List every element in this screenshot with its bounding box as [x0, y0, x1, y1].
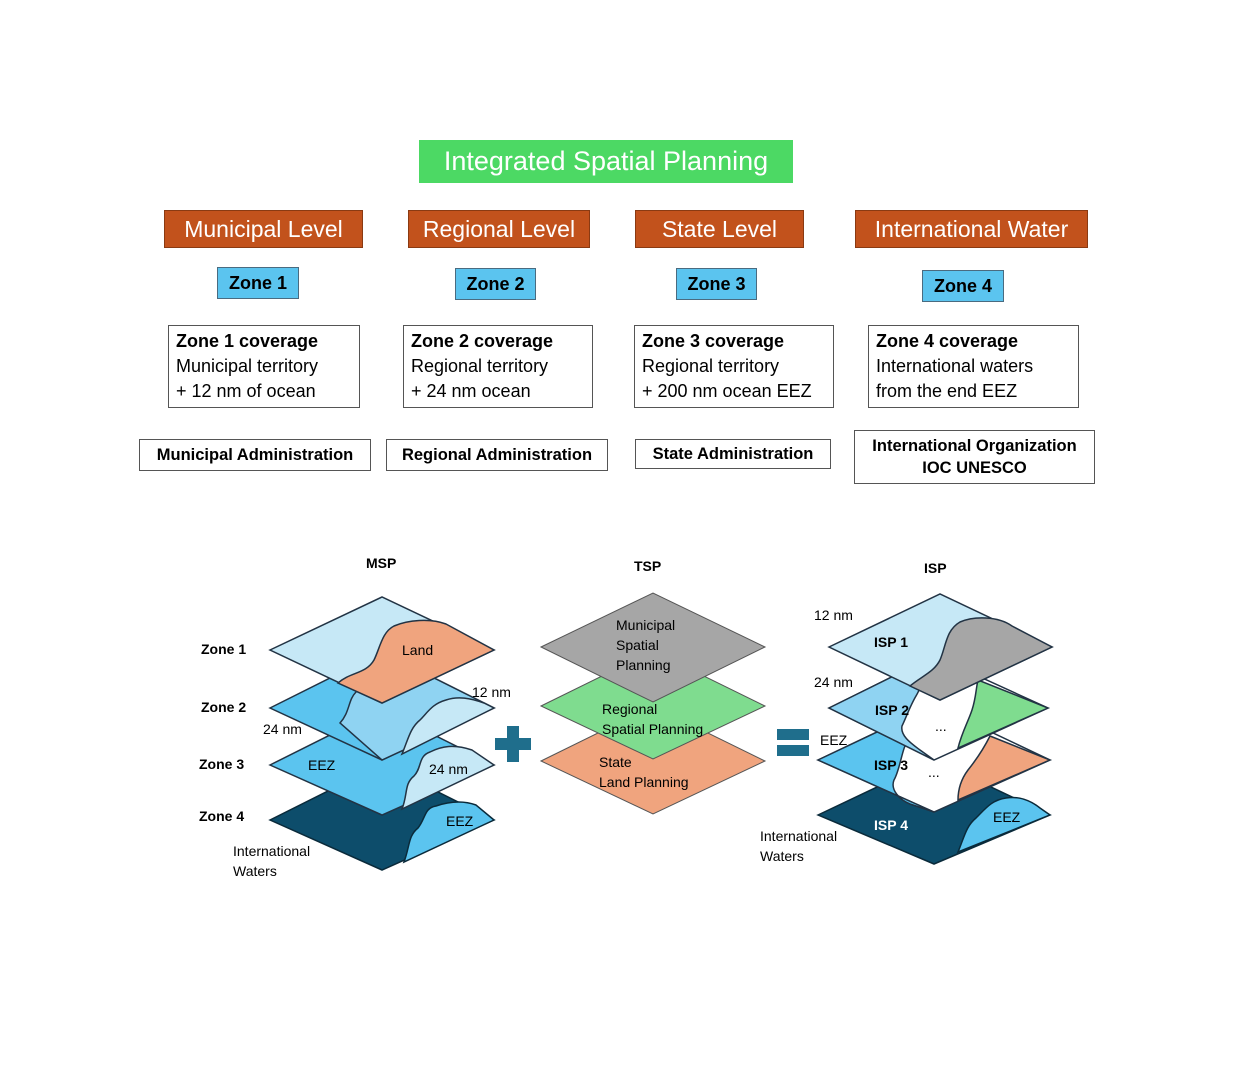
isp-eez-label: EEZ — [820, 732, 848, 748]
zone-1-badge: Zone 1 — [217, 267, 299, 299]
tsp-state-line2: Land Planning — [599, 774, 689, 790]
admin-state: State Administration — [635, 439, 831, 469]
level-municipal: Municipal Level — [164, 210, 363, 248]
admin-label: IOC UNESCO — [922, 459, 1027, 477]
msp-zone-2-label: Zone 2 — [201, 699, 246, 715]
zone-1-coverage: Zone 1 coverage Municipal territory + 12… — [168, 325, 360, 408]
zone-2-badge: Zone 2 — [455, 268, 536, 300]
coverage-line: + 12 nm of ocean — [176, 381, 316, 401]
layers-diagram: MSP Zone 1 Zone 2 Zone 3 Zone 4 Land 12 … — [199, 555, 1054, 879]
msp-zone-3-label: Zone 3 — [199, 756, 244, 772]
tsp-municipal-line1: Municipal — [616, 617, 675, 633]
coverage-line: + 200 nm ocean EEZ — [642, 381, 812, 401]
coverage-line: International waters — [876, 356, 1034, 376]
coverage-line: Municipal territory — [176, 356, 319, 376]
isp-1-label: ISP 1 — [874, 634, 908, 650]
coverage-line: Regional territory — [642, 356, 780, 376]
msp-12nm-label: 12 nm — [472, 684, 511, 700]
zone-2-coverage: Zone 2 coverage Regional territory + 24 … — [403, 325, 593, 408]
tsp-municipal-line3: Planning — [616, 657, 671, 673]
msp-heading: MSP — [366, 555, 396, 571]
admin-label: State Administration — [652, 444, 814, 463]
msp-zone-1-label: Zone 1 — [201, 641, 246, 657]
tsp-state-line1: State — [599, 754, 632, 770]
msp-land-label: Land — [402, 642, 433, 658]
isp-4-label: ISP 4 — [874, 817, 908, 833]
msp-eez-left-label: EEZ — [308, 757, 336, 773]
admin-label: Regional Administration — [401, 445, 593, 464]
coverage-line: Regional territory — [411, 356, 549, 376]
tsp-heading: TSP — [634, 558, 661, 574]
isp-layer-1 — [827, 593, 1054, 701]
msp-24nm-left-label: 24 nm — [263, 721, 302, 737]
msp-24nm-right-label: 24 nm — [429, 761, 468, 777]
level-international: International Water — [855, 210, 1088, 248]
msp-intl-line2: Waters — [233, 863, 277, 879]
level-regional: Regional Level — [408, 210, 590, 248]
isp-eez-right-label: EEZ — [993, 809, 1021, 825]
admin-label: International Organization — [872, 437, 1077, 455]
tsp-regional-line2: Spatial Planning — [602, 721, 703, 737]
isp-ellipsis-upper: ... — [935, 718, 947, 734]
isp-3-label: ISP 3 — [874, 757, 908, 773]
msp-intl-line1: International — [233, 843, 310, 859]
coverage-line: + 24 nm ocean — [411, 381, 531, 401]
coverage-title: Zone 2 coverage — [411, 331, 554, 351]
zone-3-coverage: Zone 3 coverage Regional territory + 200… — [634, 325, 834, 408]
tsp-municipal-line2: Spatial — [616, 637, 659, 653]
isp-ellipsis-lower: ... — [928, 764, 940, 780]
tsp-regional-line1: Regional — [602, 701, 657, 717]
equals-icon — [777, 729, 809, 756]
admin-regional: Regional Administration — [386, 439, 608, 471]
coverage-title: Zone 1 coverage — [176, 331, 319, 351]
plus-icon — [495, 726, 531, 762]
page-title: Integrated Spatial Planning — [419, 140, 793, 183]
coverage-title: Zone 4 coverage — [876, 331, 1019, 351]
msp-zone-4-label: Zone 4 — [199, 808, 244, 824]
tsp-municipal-layer — [539, 592, 767, 703]
msp-layer-zone-1 — [268, 596, 496, 704]
isp-intl-line2: Waters — [760, 848, 804, 864]
coverage-title: Zone 3 coverage — [642, 331, 785, 351]
isp-24nm-label: 24 nm — [814, 674, 853, 690]
zone-4-coverage: Zone 4 coverage International waters fro… — [868, 325, 1079, 408]
isp-heading: ISP — [924, 560, 947, 576]
zone-4-badge: Zone 4 — [922, 270, 1004, 302]
level-state: State Level — [635, 210, 804, 248]
admin-municipal: Municipal Administration — [139, 439, 371, 471]
isp-intl-line1: International — [760, 828, 837, 844]
admin-label: Municipal Administration — [156, 445, 354, 464]
zone-3-badge: Zone 3 — [676, 268, 757, 300]
msp-eez-right-label: EEZ — [446, 813, 474, 829]
isp-12nm-label: 12 nm — [814, 607, 853, 623]
admin-international: International Organization IOC UNESCO — [854, 430, 1095, 484]
isp-2-label: ISP 2 — [875, 702, 909, 718]
coverage-line: from the end EEZ — [876, 381, 1018, 401]
